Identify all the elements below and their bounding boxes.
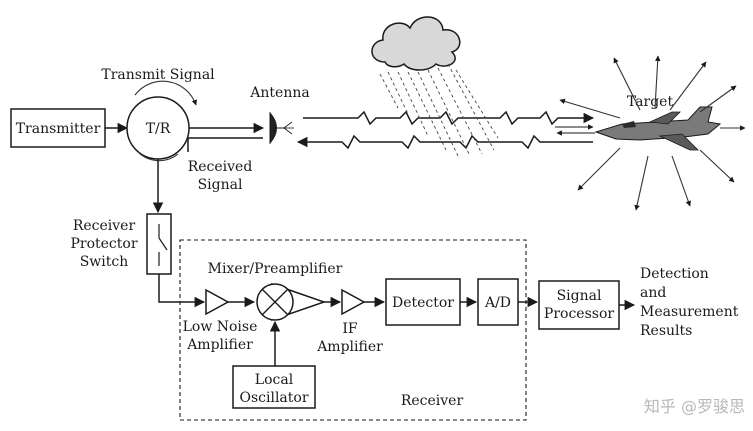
mixer-label: Mixer/Preamplifier xyxy=(208,261,343,277)
output-label-4: Results xyxy=(640,323,692,339)
cloud-icon xyxy=(371,16,461,71)
svg-text:Local: Local xyxy=(255,372,294,388)
svg-text:T/R: T/R xyxy=(146,121,171,137)
rain-icon xyxy=(379,63,499,157)
signal-processor-block: Signal Processor xyxy=(538,280,620,330)
svg-text:Oscillator: Oscillator xyxy=(239,390,308,406)
transmit-rotation-arrow xyxy=(134,80,198,106)
mixer-icon xyxy=(256,282,327,322)
local-oscillator-block: Local Oscillator xyxy=(232,365,316,409)
protector-to-lna xyxy=(158,274,206,308)
scatter-arrows xyxy=(559,55,746,211)
received-signal-label-1: Received xyxy=(188,159,253,175)
watermark: 知乎 @罗骏思 xyxy=(644,397,745,416)
antenna-icon xyxy=(269,111,294,145)
if-amp-label-2: Amplifier xyxy=(316,339,383,355)
receiver-enclosure xyxy=(179,239,527,421)
received-signal-label-2: Signal xyxy=(198,177,243,193)
tr-switch: T/R xyxy=(126,80,198,162)
lna-triangle xyxy=(205,288,230,316)
echo-wave xyxy=(296,134,593,150)
protector-label-1: Receiver xyxy=(73,218,136,234)
received-path xyxy=(187,137,263,152)
antenna-label: Antenna xyxy=(249,85,309,101)
protector-label-3: Switch xyxy=(80,254,129,270)
lna-label-2: Amplifier xyxy=(186,337,253,353)
target-label: Target xyxy=(627,94,674,110)
lna-label-1: Low Noise xyxy=(183,319,258,335)
transmit-signal-label: Transmit Signal xyxy=(101,67,215,83)
jet-icon xyxy=(594,106,722,151)
ad-block: A/D xyxy=(477,278,519,326)
protector-label-2: Protector xyxy=(70,236,137,252)
svg-text:Processor: Processor xyxy=(544,306,614,322)
output-label-1: Detection xyxy=(640,266,709,282)
receiver-label: Receiver xyxy=(401,393,464,409)
detector-block: Detector xyxy=(385,278,461,326)
svg-text:Signal: Signal xyxy=(557,288,602,304)
output-label-2: and xyxy=(640,285,666,301)
svg-text:Transmitter: Transmitter xyxy=(16,121,101,137)
svg-text:Detector: Detector xyxy=(392,295,454,311)
output-label-3: Measurement xyxy=(640,304,739,320)
transmit-wave xyxy=(303,110,595,126)
transmitter-block: Transmitter xyxy=(10,108,106,148)
protector-switch xyxy=(146,213,172,275)
if-amp-triangle xyxy=(341,288,366,316)
svg-text:A/D: A/D xyxy=(484,295,511,311)
if-amp-label-1: IF xyxy=(342,321,358,337)
